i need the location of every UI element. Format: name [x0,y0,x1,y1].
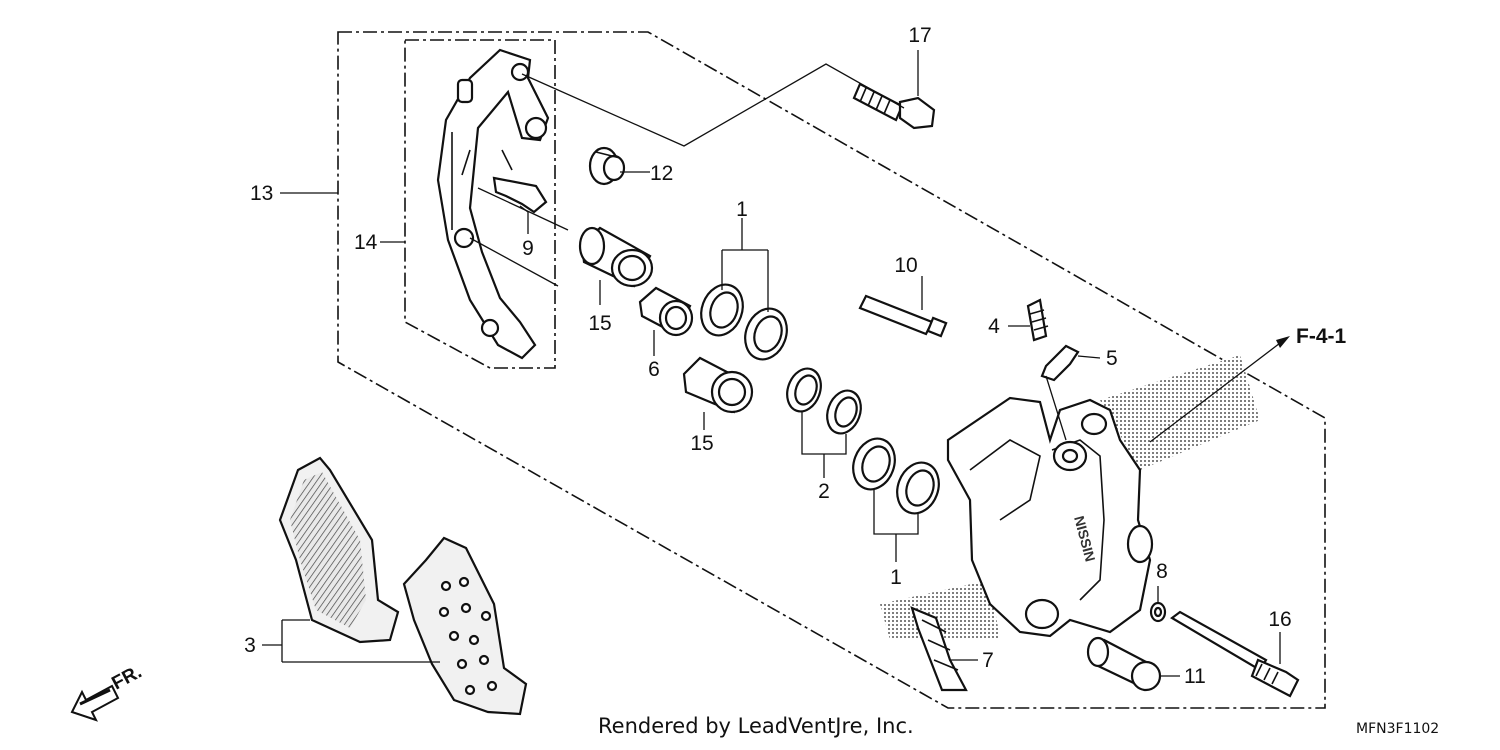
assembly-14-outline [404,39,556,369]
bleeder-cap-5 [1040,344,1080,382]
sleeve-6 [638,286,694,337]
bleeder-valve-4 [1026,298,1049,342]
callout-15-top: 15 [588,312,611,335]
rendered-by-credit: Rendered by LeadVentJre, Inc. [598,714,914,738]
callout-1-bottom: 1 [890,566,902,589]
sleeve-15-lower [682,356,754,414]
callout-10: 10 [894,254,917,277]
brake-pads-3 [278,456,528,716]
pad-pin-10 [858,294,948,338]
boot-12 [588,146,626,186]
pad-spring-clip [492,149,548,214]
diagram-code: MFN3F1102 [1356,721,1439,737]
pad-spring-7 [910,606,968,692]
callout-3: 3 [244,634,256,657]
sleeve-pin-11 [1086,636,1162,692]
dust-seal-2 [786,367,862,435]
callout-17: 17 [908,24,931,47]
callout-14: 14 [354,231,378,254]
callout-8: 8 [1156,560,1168,583]
callout-6: 6 [648,358,660,381]
callout-5: 5 [1106,347,1118,370]
callout-4: 4 [988,315,1000,338]
caliper-bracket [436,48,550,360]
assembly-13-outline [337,31,1326,709]
reference-f-4-1: F-4-1 [1296,325,1346,348]
callout-11: 11 [1184,665,1206,688]
piston-seal-1-lower [852,437,940,515]
caliper-body: NISSIN [880,355,1260,640]
pin-bolt-16 [1170,610,1300,698]
washer-8 [1149,601,1167,623]
callout-7: 7 [982,649,994,672]
front-direction-arrow-icon [70,684,120,722]
callout-9: 9 [522,237,534,260]
sleeve-15-upper [578,226,654,288]
callout-15-bottom: 15 [690,432,713,455]
callout-16: 16 [1268,608,1291,631]
callout-12: 12 [650,162,673,185]
callout-13: 13 [250,182,273,205]
piston-seal-1-upper [700,283,788,361]
bolt-17 [852,82,936,130]
callout-1-top: 1 [736,198,748,221]
callout-2: 2 [818,480,830,503]
leader-lines [262,50,1290,677]
